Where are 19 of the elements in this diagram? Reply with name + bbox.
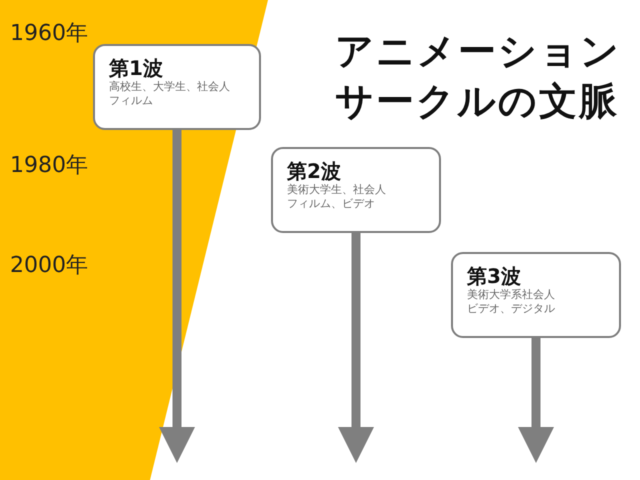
wave-card <box>271 147 441 233</box>
year-label: 1960年 <box>10 20 88 48</box>
card-text: 美術大学生、社会人 <box>287 183 387 197</box>
wave-card <box>93 44 261 130</box>
card-text: 高校生、大学生、社会人 <box>109 80 231 94</box>
card-text: ビデオ、デジタル <box>467 302 556 316</box>
card-heading: 第2波 <box>287 159 342 183</box>
arrow <box>338 233 374 463</box>
card-text: フィルム、ビデオ <box>287 197 376 211</box>
card-text: フィルム <box>109 94 154 108</box>
year-label: 2000年 <box>10 252 88 280</box>
card-heading: 第3波 <box>467 264 522 288</box>
title: アニメーションサークルの文脈 <box>335 28 622 125</box>
wave-card <box>451 252 621 338</box>
card-text: 美術大学系社会人 <box>467 288 556 302</box>
card-heading: 第1波 <box>109 56 164 80</box>
arrow <box>518 338 554 463</box>
year-label: 1980年 <box>10 152 88 180</box>
arrow <box>159 130 195 463</box>
